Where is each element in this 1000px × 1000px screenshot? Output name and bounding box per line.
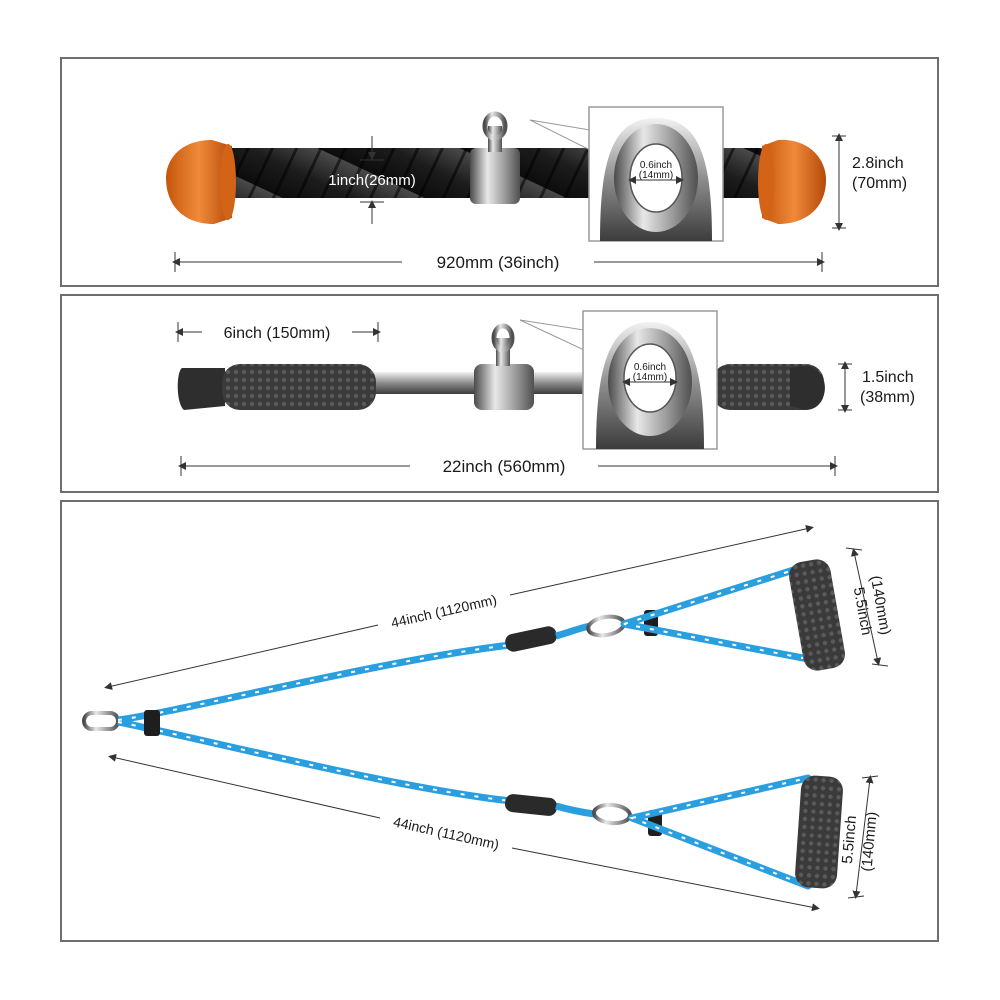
top-rope [117, 640, 521, 724]
swivel-ring [482, 111, 508, 141]
left-grip [222, 364, 376, 410]
tricep-rope-bar [166, 111, 826, 224]
rope-clamp [144, 710, 160, 736]
dimension-top-handle: 5.5inch (140mm) [845, 547, 894, 667]
top-length-label: 44inch (1120mm) [389, 591, 498, 631]
grip-height-line1: 1.5inch [862, 369, 914, 386]
grip-length-label: 6inch (150mm) [224, 325, 331, 342]
grip-height-line2: (38mm) [860, 389, 915, 406]
end-height-line2: (70mm) [852, 175, 907, 192]
dimension-grip-height: 1.5inch (38mm) [838, 361, 915, 413]
bottom-length-label: 44inch (1120mm) [392, 813, 501, 852]
top-rope-sleeve [505, 626, 557, 652]
end-height-line1: 2.8inch [852, 155, 904, 172]
center-collar [470, 148, 520, 204]
bottom-rope [117, 718, 521, 806]
bottom-swivel [592, 802, 632, 826]
left-end-knob [177, 368, 225, 410]
dimension-bottom-handle: 5.5inch (140mm) [839, 775, 881, 899]
ring-inner-line1: 0.6inch [640, 160, 672, 171]
dimension-end-height: 2.8inch (70mm) [832, 133, 907, 231]
ring-inner-line1-2: 0.6inch [634, 362, 666, 373]
dimension-top-length: 44inch (1120mm) [104, 524, 814, 691]
dimension-diameter: 1inch(26mm) [328, 136, 416, 224]
right-end-knob [790, 365, 825, 410]
dimension-length: 920mm (36inch) [172, 252, 825, 272]
bar-length-label: 22inch (560mm) [443, 457, 566, 476]
top-handle [788, 559, 846, 671]
carabiner [82, 711, 120, 731]
length-label: 920mm (36inch) [437, 253, 560, 272]
left-end-cap [166, 140, 232, 224]
ring-inner-line2-2: (14mm) [633, 372, 667, 383]
bottom-handle-line1: 5.5inch [839, 815, 860, 865]
bottom-rope-sleeve [504, 794, 558, 816]
bottom-handle-line2: (140mm) [858, 811, 880, 872]
y-rope-handles [82, 559, 846, 890]
bottom-handle [795, 775, 843, 889]
dimension-bar-length: 22inch (560mm) [178, 456, 838, 476]
ring-zoom-callout: 0.6inch (14mm) [529, 106, 724, 242]
ring-inner-line2: (14mm) [639, 170, 673, 181]
dimension-grip-length: 6inch (150mm) [175, 322, 381, 342]
right-end-cap [762, 139, 826, 224]
dimension-bottom-length: 44inch (1120mm) [108, 753, 820, 912]
ring-zoom-callout-2: 0.6inch (14mm) [519, 310, 718, 450]
swivel-ring [491, 323, 515, 353]
center-collar [474, 364, 534, 410]
diameter-label: 1inch(26mm) [328, 172, 416, 189]
top-swivel [586, 614, 626, 638]
